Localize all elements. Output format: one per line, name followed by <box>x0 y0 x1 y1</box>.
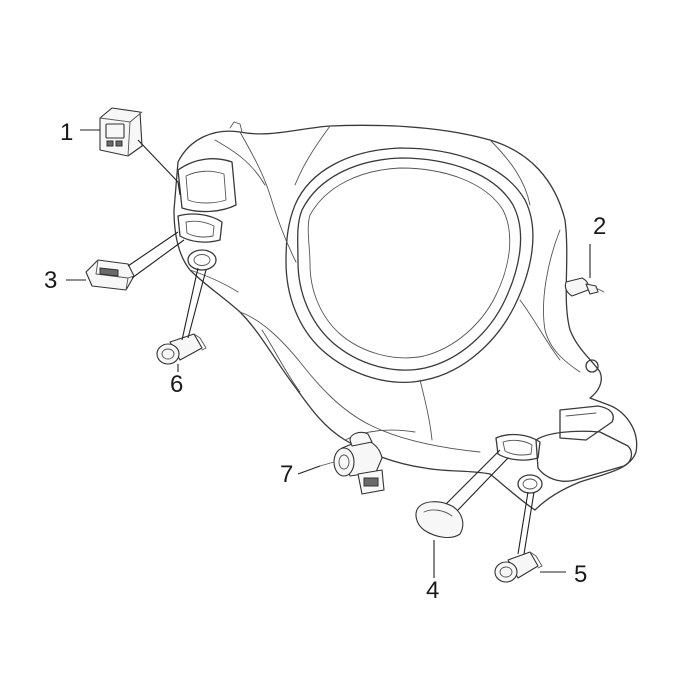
callout-3: 3 <box>44 267 57 294</box>
part-6-push-button <box>156 333 207 365</box>
leader-lines <box>66 129 591 578</box>
callout-labels: 1 2 3 4 5 6 7 <box>44 119 606 604</box>
handlebar-cover <box>173 121 638 511</box>
part-5-push-button <box>494 551 543 583</box>
callout-5: 5 <box>574 561 587 588</box>
part-7-ignition-switch <box>319 431 385 495</box>
part-1-switch-block <box>99 107 143 157</box>
callout-1: 1 <box>60 119 73 146</box>
part-4-button-cap <box>415 501 464 539</box>
callout-2: 2 <box>593 213 606 240</box>
callout-4: 4 <box>426 577 439 604</box>
callout-6: 6 <box>170 371 183 398</box>
part-2-bulb <box>564 277 605 297</box>
part-3-rocker-switch <box>85 259 135 291</box>
callout-7: 7 <box>280 461 293 488</box>
